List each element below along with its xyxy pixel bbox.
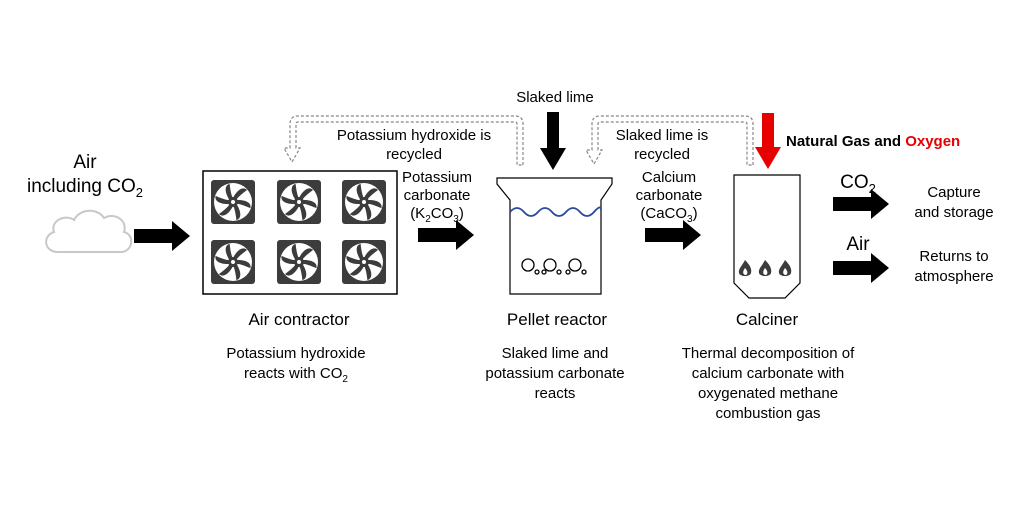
arrow-natural-gas [755,113,781,169]
stage-desc-calciner-3: oxygenated methane [698,385,838,402]
natural-gas-label: Natural Gas and Oxygen [786,133,960,150]
capture-label-2: and storage [914,204,993,221]
pot-carb-label-3: (K2CO3) [410,205,464,225]
koh-recycled-label-1: Potassium hydroxide is [337,127,491,144]
returns-label-2: atmosphere [914,268,993,285]
liquid-wave [509,206,602,217]
calciner-unit [733,174,801,299]
returns-label-1: Returns to [919,248,988,265]
fan-icon [277,240,321,284]
pot-carb-label-2: carbonate [404,187,471,204]
air-in-label-2: including CO2 [27,176,143,200]
arrow-air-out [833,253,889,283]
fan-icon [342,240,386,284]
stage-desc-calciner-4: combustion gas [715,405,820,422]
lime-recycled-label-2: recycled [634,146,690,163]
fan-icon [211,240,255,284]
stage-title-calciner: Calciner [736,310,799,329]
stage-title-air-contractor: Air contractor [248,310,349,329]
arrow-potassium-carbonate [418,220,474,250]
recycle-loop-koh [282,115,524,166]
air-in-label-1: Air [73,152,97,173]
air-contractor-unit [202,170,398,295]
fan-icon [277,180,321,224]
arrow-slaked-lime [540,112,566,170]
air-out-label: Air [846,234,870,255]
fan-icon [211,180,255,224]
lime-recycled-label-1: Slaked lime is [616,127,709,144]
stage-title-pellet-reactor: Pellet reactor [507,310,607,329]
recycle-loop-lime [584,115,754,166]
calc-carb-label-2: carbonate [636,187,703,204]
stage-desc-air-contractor-1: Potassium hydroxide [226,345,365,362]
calc-carb-label-3: (CaCO3) [640,205,697,225]
stage-desc-calciner-1: Thermal decomposition of [682,345,855,362]
cloud-icon [45,209,133,253]
stage-desc-calciner-2: calcium carbonate with [692,365,845,382]
stage-desc-pellet-reactor-1: Slaked lime and [502,345,609,362]
arrow-co2-out [833,189,889,219]
stage-desc-pellet-reactor-2: potassium carbonate [485,365,624,382]
bubble-icon [521,258,587,275]
calc-carb-label-1: Calcium [642,169,696,186]
capture-label-1: Capture [927,184,980,201]
arrow-calcium-carbonate [645,220,701,250]
stage-desc-air-contractor-2: reacts with CO2 [244,365,348,385]
koh-recycled-label-2: recycled [386,146,442,163]
pot-carb-label-1: Potassium [402,169,472,186]
pellet-reactor-unit [496,177,613,295]
stage-desc-pellet-reactor-3: reacts [535,385,576,402]
arrow-air-in [134,221,190,251]
slaked-lime-label: Slaked lime [516,89,594,106]
fan-icon [342,180,386,224]
co2-out-label: CO2 [840,172,876,196]
